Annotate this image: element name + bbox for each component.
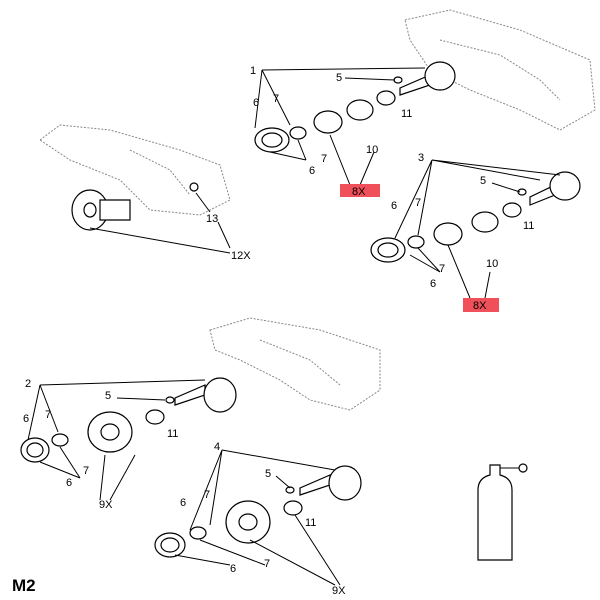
callout-label: 6 (309, 165, 315, 177)
part-shape (549, 171, 581, 201)
diagram-code: M2 (12, 576, 36, 595)
highlight-badge (340, 184, 380, 197)
part-shape (299, 474, 331, 496)
nut-part (189, 182, 199, 192)
highlight-badge (463, 298, 499, 312)
group-right: 3 5 6 7 11 10 7 6 8X (370, 152, 581, 312)
group-bottom: 4 5 6 7 11 6 7 9X (154, 441, 362, 597)
group-middle-left: 2 5 7 6 11 7 6 9X (20, 377, 237, 511)
callout-label: 7 (321, 153, 327, 165)
callout-label: 7 (204, 489, 210, 501)
part-shape (433, 222, 463, 246)
frame-outline (129, 149, 191, 196)
callout-label: 2 (25, 378, 31, 390)
frame-outline (39, 124, 231, 216)
part-shape (99, 199, 131, 221)
axle-frame-left (39, 124, 231, 216)
callout-label: 11 (401, 108, 412, 120)
callout-label: 6 (391, 200, 397, 212)
callout-label: 7 (45, 409, 51, 421)
ring-part (289, 126, 307, 140)
callout-label: 6 (23, 413, 29, 425)
callout-label: 11 (167, 428, 178, 440)
callout-label: 7 (273, 93, 279, 105)
axle-frame-top (404, 9, 596, 131)
part-shape (283, 500, 303, 516)
axle-frame-middle (209, 317, 381, 411)
callout-label: 10 (486, 258, 498, 270)
frame-outline (404, 9, 596, 131)
part-shape (100, 423, 120, 441)
callout-label: 11 (305, 517, 316, 529)
callout-label: 10 (366, 144, 378, 156)
bushing-part (313, 110, 343, 134)
circlip-part (346, 99, 374, 121)
callout-label: 5 (105, 390, 111, 402)
callout-label: 7 (83, 465, 89, 477)
part-shape (51, 433, 69, 447)
leader-line (89, 192, 231, 254)
part-shape (26, 442, 44, 458)
leader-line (394, 159, 561, 299)
part-shape (203, 377, 237, 413)
callout-label: 5 (336, 72, 342, 84)
part-shape (285, 486, 295, 494)
callout-label: 5 (265, 468, 271, 480)
part-shape (517, 188, 527, 196)
leader-line (254, 67, 426, 186)
callout-label: 7 (415, 197, 421, 209)
part-shape (160, 537, 180, 553)
grease-bottle (477, 463, 528, 561)
group-left: 13 12X (71, 182, 251, 262)
callout-label: 6 (430, 278, 436, 290)
callout-label: 7 (264, 558, 270, 570)
frame-outline (209, 317, 381, 411)
part-shape (145, 409, 165, 425)
label-1: 1 (250, 65, 256, 77)
part-shape (328, 465, 362, 501)
callout-label: 11 (523, 220, 534, 232)
callout-label: 6 (66, 477, 72, 489)
part-shape (174, 384, 206, 406)
callout-label: 6 (180, 497, 186, 509)
part-shape (377, 242, 399, 258)
callout-label: 4 (214, 441, 220, 453)
callout-label: 7 (439, 263, 445, 275)
group-top: 1 5 7 6 11 10 7 6 8X (250, 61, 456, 198)
part-shape (424, 61, 456, 91)
callout-label: 9X (99, 499, 113, 511)
part-shape (165, 396, 175, 404)
part-shape (502, 202, 522, 218)
part-shape (189, 526, 207, 540)
frame-outline (259, 339, 341, 386)
callout-label: 12X (231, 250, 251, 262)
bearing-seal-part (376, 90, 396, 106)
part-shape (471, 211, 499, 233)
qty-highlight: 8X (352, 186, 366, 198)
part-shape (407, 235, 425, 249)
part-shape (83, 202, 97, 218)
frame-outline (439, 39, 561, 101)
callout-label: 3 (418, 152, 424, 164)
callout-label: 6 (230, 563, 236, 575)
part-shape (518, 463, 528, 473)
part-shape (238, 513, 258, 531)
leader-line (174, 449, 341, 586)
callout-label: 6 (253, 97, 259, 109)
part-shape (261, 132, 283, 148)
callout-label: 13 (206, 213, 218, 225)
leader-line (27, 379, 206, 501)
qty-highlight: 8X (473, 300, 487, 312)
callout-label: 5 (480, 175, 486, 187)
part-shape (477, 464, 513, 561)
callout-label: 9X (332, 585, 346, 597)
bolt-part (393, 76, 403, 84)
